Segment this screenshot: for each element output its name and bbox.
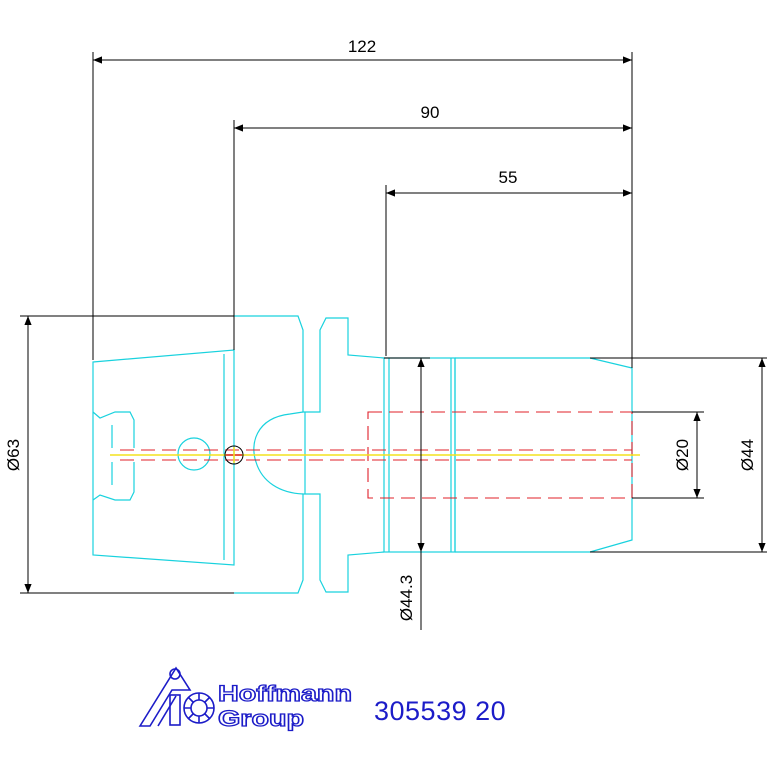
dimension-lines bbox=[20, 52, 767, 630]
dim-label-90: 90 bbox=[421, 103, 440, 122]
gauge-point-marker bbox=[224, 445, 244, 465]
dim-label-122: 122 bbox=[348, 37, 376, 56]
logo-mark-icon bbox=[138, 666, 215, 727]
brand-line-1: Hoffmann bbox=[218, 681, 352, 706]
dim-label-d44-3: Ø44.3 bbox=[397, 575, 416, 621]
dim-label-d63: Ø63 bbox=[4, 439, 23, 471]
dim-label-d20: Ø20 bbox=[673, 439, 692, 471]
hoffmann-group-logo: Hoffmann Group bbox=[138, 666, 353, 732]
brand-line-2: Group bbox=[218, 706, 304, 731]
part-number: 305539 20 bbox=[374, 696, 507, 726]
dim-label-d44: Ø44 bbox=[738, 439, 757, 471]
dim-label-55: 55 bbox=[499, 168, 518, 187]
part-outline bbox=[92, 315, 633, 594]
